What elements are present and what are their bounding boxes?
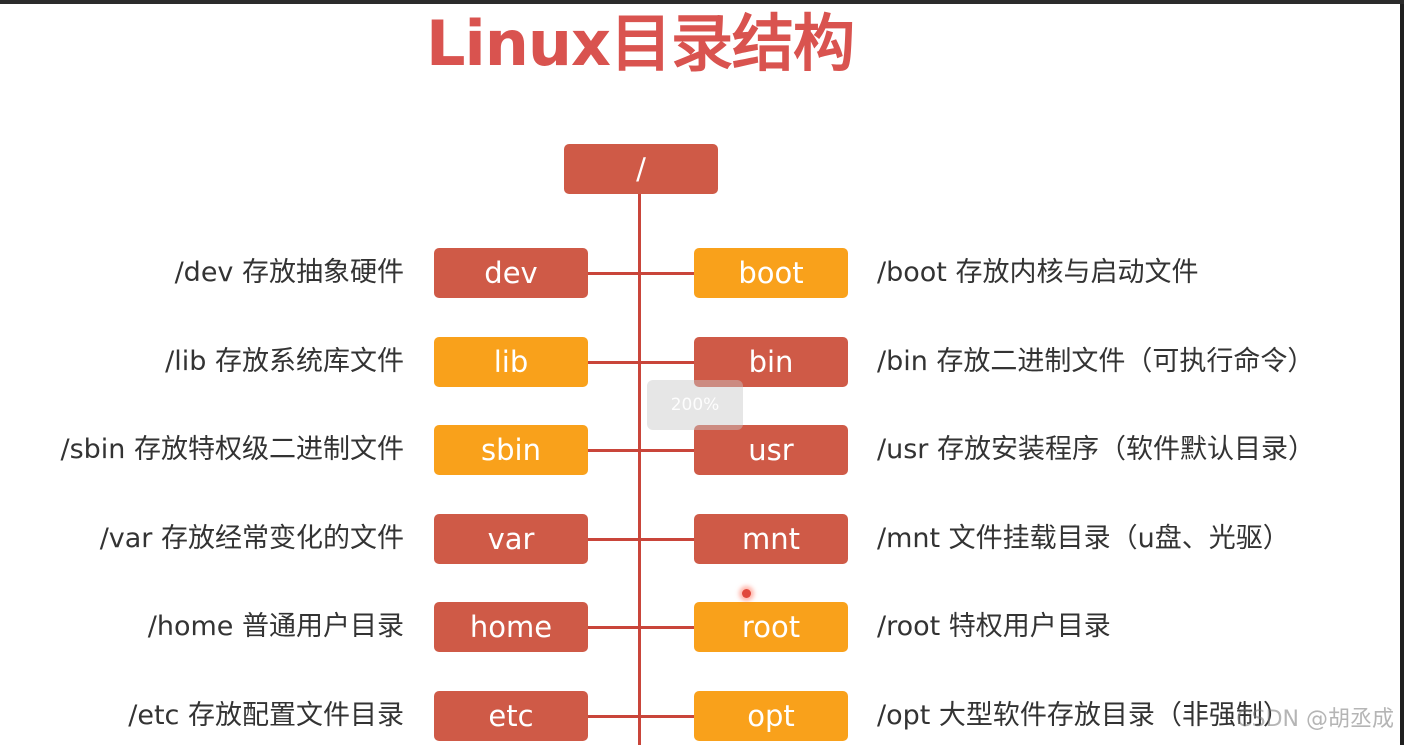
dir-node-bin[interactable]: bin — [694, 337, 848, 387]
dir-description-boot: /boot 存放内核与启动文件 — [877, 257, 1199, 288]
pointer-cursor-indicator — [742, 589, 751, 598]
window-top-bar — [0, 0, 1404, 4]
dir-node-dev[interactable]: dev — [434, 248, 588, 298]
dir-node-home[interactable]: home — [434, 602, 588, 652]
tree-root-node[interactable]: / — [564, 144, 718, 194]
dir-description-lib: /lib 存放系统库文件 — [165, 346, 404, 377]
left-connector-lib — [588, 361, 639, 364]
dir-description-bin: /bin 存放二进制文件（可执行命令） — [877, 346, 1315, 377]
dir-node-usr[interactable]: usr — [694, 425, 848, 475]
dir-node-label: etc — [488, 699, 534, 733]
dir-node-label: root — [741, 610, 801, 644]
dir-node-label: bin — [748, 345, 794, 379]
dir-description-usr: /usr 存放安装程序（软件默认目录） — [877, 434, 1315, 465]
slide-canvas: Linux目录结构 / dev/dev 存放抽象硬件 lib/lib 存放系统库文… — [0, 4, 1400, 745]
watermark-text: CSDN @胡丞成 — [1236, 707, 1394, 732]
dir-node-var[interactable]: var — [434, 514, 588, 564]
left-connector-etc — [588, 715, 639, 718]
dir-description-home: /home 普通用户目录 — [147, 611, 404, 642]
dir-node-label: boot — [738, 256, 804, 290]
dir-node-label: var — [487, 522, 535, 556]
right-connector-usr — [639, 449, 694, 452]
page-title: Linux目录结构 — [425, 7, 855, 80]
dir-description-etc: /etc 存放配置文件目录 — [128, 700, 404, 731]
dir-description-mnt: /mnt 文件挂载目录（u盘、光驱） — [877, 523, 1290, 554]
dir-node-lib[interactable]: lib — [434, 337, 588, 387]
dir-node-label: home — [469, 610, 553, 644]
tree-root-label: / — [636, 152, 646, 186]
dir-node-label: opt — [747, 699, 795, 733]
left-connector-home — [588, 626, 639, 629]
dir-description-var: /var 存放经常变化的文件 — [99, 523, 404, 554]
dir-node-label: mnt — [742, 522, 800, 556]
right-connector-root — [639, 626, 694, 629]
dir-node-label: lib — [493, 345, 529, 379]
dir-node-mnt[interactable]: mnt — [694, 514, 848, 564]
right-connector-bin — [639, 361, 694, 364]
dir-node-label: sbin — [481, 433, 541, 467]
dir-node-opt[interactable]: opt — [694, 691, 848, 741]
dir-description-dev: /dev 存放抽象硬件 — [174, 257, 404, 288]
dir-node-label: usr — [748, 433, 794, 467]
right-connector-opt — [639, 715, 694, 718]
dir-description-opt: /opt 大型软件存放目录（非强制） — [877, 700, 1290, 731]
right-connector-mnt — [639, 538, 694, 541]
dir-node-etc[interactable]: etc — [434, 691, 588, 741]
zoom-level-badge: 200% — [647, 380, 743, 430]
dir-node-label: dev — [484, 256, 538, 290]
dir-description-root: /root 特权用户目录 — [877, 611, 1111, 642]
dir-description-sbin: /sbin 存放特权级二进制文件 — [60, 434, 405, 465]
right-connector-boot — [639, 272, 694, 275]
left-connector-dev — [588, 272, 639, 275]
dir-node-sbin[interactable]: sbin — [434, 425, 588, 475]
tree-trunk-line — [638, 194, 641, 745]
dir-node-boot[interactable]: boot — [694, 248, 848, 298]
dir-node-root[interactable]: root — [694, 602, 848, 652]
left-connector-var — [588, 538, 639, 541]
left-connector-sbin — [588, 449, 639, 452]
